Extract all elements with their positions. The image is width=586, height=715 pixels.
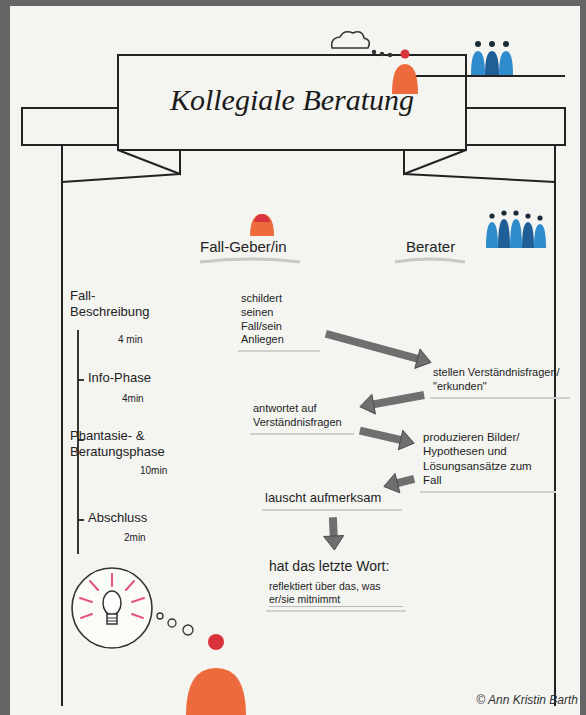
phase-name: Fall-Beschreibung	[70, 288, 170, 319]
step-text: hat das letzte Wort:	[269, 558, 403, 576]
arrow-head	[415, 349, 431, 368]
step-text: produzieren Bilder/ Hypothesen und Lösun…	[423, 430, 553, 488]
arrow-head	[324, 536, 344, 550]
process-step: produzieren Bilder/ Hypothesen und Lösun…	[420, 428, 556, 493]
process-step: antwortet auf Verständnisfragen	[250, 400, 354, 435]
arrow-shaft	[360, 431, 403, 441]
person-illustration	[186, 634, 246, 715]
cloud	[332, 32, 392, 57]
banner-box	[118, 55, 466, 150]
step-text: schildert seinen Fall/sein Anliegen	[241, 292, 317, 347]
step-note: reflektiert über das, was er/sie mitnimm…	[269, 580, 403, 607]
arrow-shaft	[396, 479, 415, 484]
paper	[10, 6, 580, 715]
column-heading: Berater	[406, 238, 486, 256]
lightbulb-illustration	[72, 568, 193, 648]
cloud-shape	[332, 32, 370, 48]
banner-wing	[22, 108, 118, 145]
arrow-head	[384, 473, 400, 492]
arrow-shaft	[326, 334, 420, 360]
phase-duration: 4 min	[118, 334, 158, 346]
frame-line	[404, 174, 555, 182]
frame-line	[62, 174, 180, 182]
banner-fold	[404, 150, 466, 174]
process-step: lauscht aufmerksam	[262, 488, 402, 511]
copyright-note: © Ann Kristin Barth	[420, 693, 578, 707]
frame-line	[554, 145, 556, 706]
phase-name: Info-Phase	[88, 370, 178, 386]
process-step: stellen Verständnisfragen/ "erkunden"	[430, 364, 570, 399]
phase-name: Phantasie- & Beratungsphase	[70, 428, 192, 459]
shelf-line	[405, 75, 565, 77]
flow-arrow	[324, 517, 344, 550]
phase-duration: 4min	[122, 393, 162, 405]
group-icon	[471, 41, 513, 75]
process-step: schildert seinen Fall/sein Anliegen	[238, 290, 320, 352]
flow-arrow	[326, 334, 431, 369]
flow-arrow	[360, 430, 414, 449]
arrow-shaft	[329, 517, 338, 538]
column-heading: Fall-Geber/in	[200, 238, 310, 256]
flow-arrow	[384, 473, 414, 492]
title: Kollegiale Beratung	[118, 82, 466, 118]
head	[401, 50, 410, 59]
arrow-shaft	[372, 395, 424, 405]
dot	[389, 54, 392, 57]
phase-name: Abschluss	[88, 510, 178, 526]
phase-duration: 2min	[124, 532, 164, 544]
arrow-head	[360, 394, 376, 414]
column-icons	[200, 210, 546, 262]
process-step: hat das letzte Wort: reflektiert über das…	[266, 556, 406, 612]
dot	[373, 51, 376, 54]
person-icon	[250, 214, 274, 236]
frame-line	[61, 145, 63, 706]
step-text: stellen Verständnisfragen/ "erkunden"	[433, 366, 567, 394]
step-text: antwortet auf Verständnisfragen	[253, 402, 351, 430]
step-text: lauscht aufmerksam	[265, 490, 399, 506]
flow-arrow	[360, 394, 424, 414]
banner-fold	[118, 150, 180, 174]
banner-wing	[466, 108, 565, 145]
arrow-head	[398, 430, 414, 449]
dot	[381, 53, 384, 56]
person-head	[254, 214, 270, 222]
phase-duration: 10min	[140, 465, 180, 477]
